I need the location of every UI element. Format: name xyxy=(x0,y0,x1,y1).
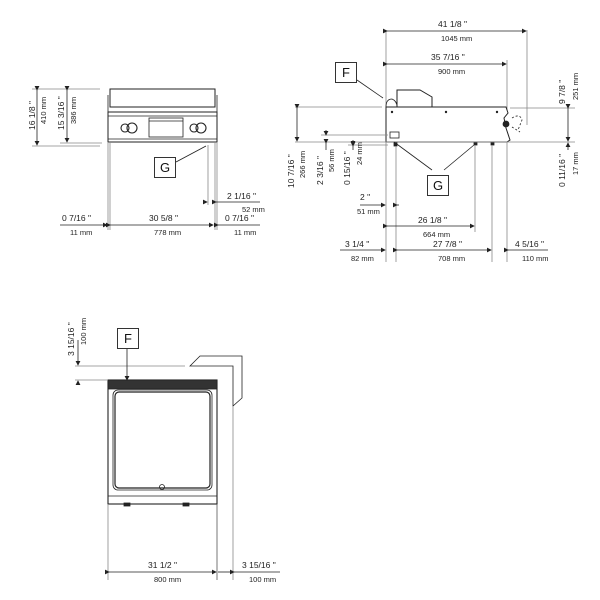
top-view xyxy=(75,340,280,580)
top-rear-clearance-mm: 100 mm xyxy=(79,317,88,345)
side-conn-offset-in: 2 " xyxy=(360,192,371,202)
side-rear-offset-mm: 82 mm xyxy=(351,254,374,263)
side-front-overhang-mm: 110 mm xyxy=(522,254,549,263)
top-width-mm: 800 mm xyxy=(154,575,182,584)
front-right-offset-mm: 11 mm xyxy=(234,228,257,237)
side-conn-low-mm: 24 mm xyxy=(355,142,364,165)
front-view xyxy=(32,86,260,230)
callout-g-front: G xyxy=(154,157,176,178)
front-right-offset-in: 0 7/16 " xyxy=(225,213,255,223)
side-conn-offset-mm: 51 mm xyxy=(357,207,380,216)
callout-f-top: F xyxy=(117,328,139,349)
side-foot-mm: 17 mm xyxy=(571,152,580,175)
front-height-body-in: 15 3/16 " xyxy=(56,96,66,130)
side-depth-body-mm: 900 mm xyxy=(438,67,466,76)
top-rear-clearance-in: 3 15/16 " xyxy=(66,322,76,356)
side-feet-span-in: 27 7/8 " xyxy=(433,239,463,249)
side-depth-total-in: 41 1/8 " xyxy=(438,19,468,29)
side-conn-height-mm: 56 mm xyxy=(327,149,336,172)
side-conn-depth-in: 26 1/8 " xyxy=(418,215,448,225)
side-depth-total-mm: 1045 mm xyxy=(441,34,473,43)
top-side-clearance-in: 3 15/16 " xyxy=(242,560,276,570)
side-foot-in: 0 11/16 " xyxy=(557,153,567,187)
side-conn-low-in: 0 15/16 " xyxy=(342,151,352,185)
front-height-total-mm: 410 mm xyxy=(39,96,48,124)
front-left-offset-mm: 11 mm xyxy=(70,228,93,237)
front-height-total-in: 16 1/8 " xyxy=(27,100,37,130)
front-width-in: 30 5/8 " xyxy=(149,213,179,223)
top-width-in: 31 1/2 " xyxy=(148,560,178,570)
side-knob-height-mm: 251 mm xyxy=(571,72,580,100)
side-front-overhang-in: 4 5/16 " xyxy=(515,239,545,249)
side-knob-height-in: 9 7/8 " xyxy=(557,79,567,104)
side-feet-span-mm: 708 mm xyxy=(438,254,466,263)
front-width-mm: 778 mm xyxy=(154,228,182,237)
front-height-body-mm: 386 mm xyxy=(69,96,78,124)
side-conn-height-in: 2 3/16 " xyxy=(315,155,325,185)
top-side-clearance-mm: 100 mm xyxy=(249,575,277,584)
front-right-conn-in: 2 1/16 " xyxy=(227,191,257,201)
side-rear-offset-in: 3 1/4 " xyxy=(345,239,370,249)
front-right-conn-mm: 52 mm xyxy=(242,205,265,214)
side-height-in: 10 7/16 " xyxy=(286,154,296,188)
side-depth-body-in: 35 7/16 " xyxy=(431,52,465,62)
side-view xyxy=(294,28,575,262)
callout-g-side: G xyxy=(427,175,449,196)
front-left-offset-in: 0 7/16 " xyxy=(62,213,92,223)
callout-f-side: F xyxy=(335,62,357,83)
side-height-mm: 266 mm xyxy=(298,150,307,178)
side-conn-depth-mm: 664 mm xyxy=(423,230,451,239)
